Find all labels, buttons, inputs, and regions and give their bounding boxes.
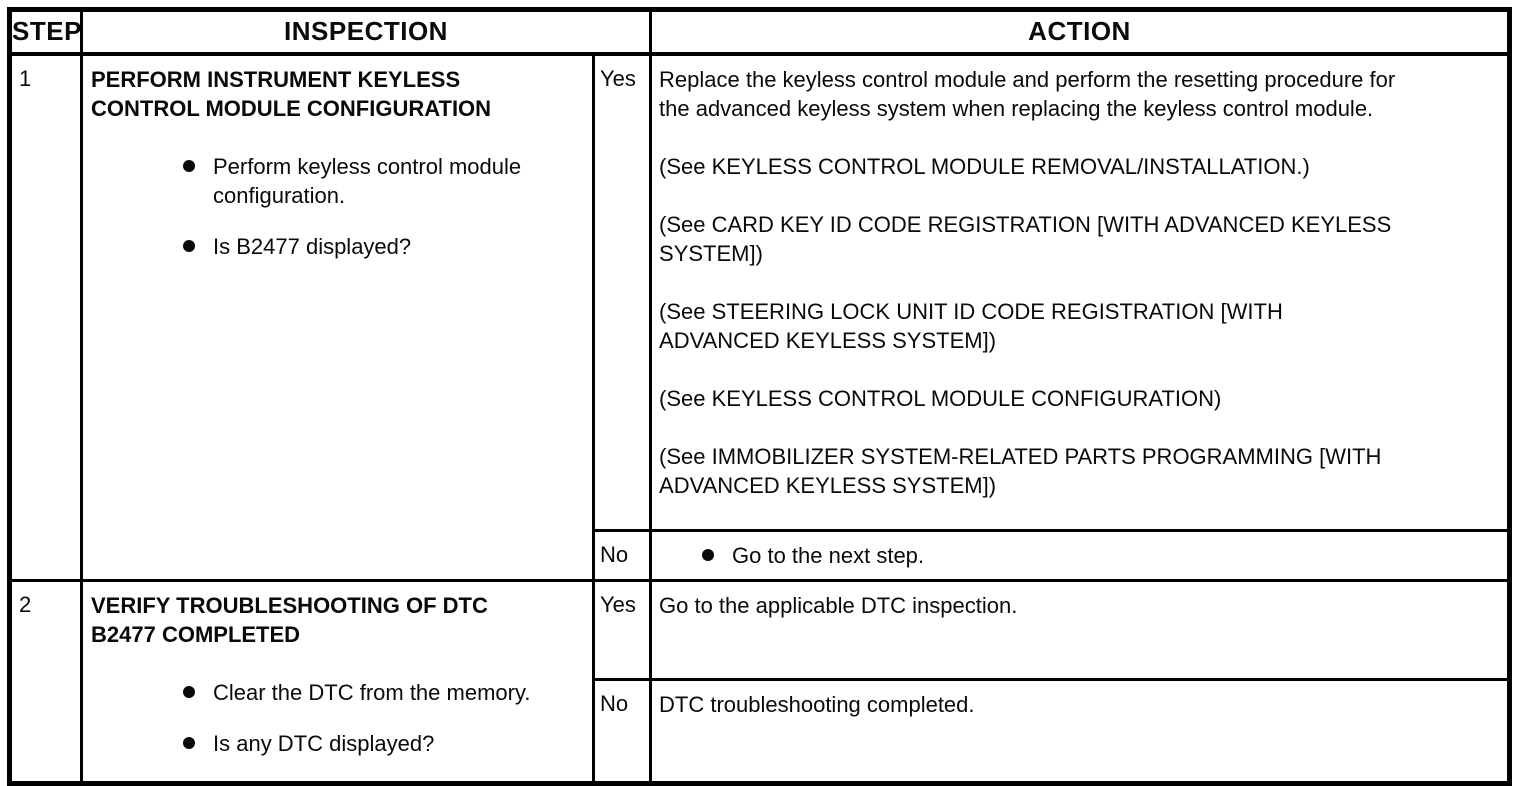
step1-yes-row: 1 PERFORM INSTRUMENT KEYLESS CONTROL MOD… <box>8 52 1512 582</box>
step1-no-row: No Go to the next step. <box>10 529 1512 582</box>
action-paragraph: Replace the keyless control module and p… <box>659 67 1396 121</box>
action-bullet-item: Go to the next step. <box>659 541 1497 570</box>
inspection-bullet-text: Is B2477 displayed? <box>213 234 412 259</box>
action-bullet-text: Go to the next step. <box>732 543 925 568</box>
action-text: Go to the applicable DTC inspection. <box>659 593 1018 618</box>
step2-yes-action-cell: Go to the applicable DTC inspection. <box>649 579 1512 681</box>
step1-yes-action-cell: Replace the keyless control module and p… <box>649 52 1512 532</box>
step-column-header: STEP <box>8 8 83 56</box>
step1-no-action-cell: Go to the next step. <box>649 529 1512 582</box>
step2-number-cell: 2 <box>8 579 83 785</box>
action-paragraph: (See IMMOBILIZER SYSTEM-RELATED PARTS PR… <box>659 444 1382 498</box>
action-paragraph: (See STEERING LOCK UNIT ID CODE REGISTRA… <box>659 299 1283 353</box>
no-label: No <box>600 542 629 567</box>
inspection-title: PERFORM INSTRUMENT KEYLESS CONTROL MODUL… <box>91 67 492 121</box>
inspection-bullet-item: Perform keyless control module configura… <box>91 152 574 210</box>
bullet-icon <box>183 160 195 172</box>
action-text: DTC troubleshooting completed. <box>659 692 975 717</box>
step1-number-cell: 1 <box>8 52 83 582</box>
manual-page: STEP INSPECTION ACTION 1 PERFORM INSTRUM… <box>7 7 1513 786</box>
bullet-icon <box>702 549 715 561</box>
step2-yes-cell: Yes <box>591 579 653 681</box>
step2-yes-row: 2 VERIFY TROUBLESHOOTING OF DTC B2477 CO… <box>8 579 1512 785</box>
bullet-icon <box>183 737 195 749</box>
inspection-bullet-text: Perform keyless control module configura… <box>213 154 522 208</box>
step-number: 1 <box>19 66 32 91</box>
action-paragraph: (See KEYLESS CONTROL MODULE CONFIGURATIO… <box>659 386 1222 411</box>
step2-no-cell: No <box>591 678 653 785</box>
inspection-title: VERIFY TROUBLESHOOTING OF DTC B2477 COMP… <box>91 593 488 647</box>
troubleshooting-table: STEP INSPECTION ACTION 1 PERFORM INSTRUM… <box>7 7 1513 786</box>
step2-inspection-cell: VERIFY TROUBLESHOOTING OF DTC B2477 COMP… <box>80 579 595 785</box>
no-label: No <box>600 691 629 716</box>
step1-inspection-cell: PERFORM INSTRUMENT KEYLESS CONTROL MODUL… <box>80 52 595 582</box>
action-paragraph: (See KEYLESS CONTROL MODULE REMOVAL/INST… <box>659 154 1310 179</box>
inspection-bullet-text: Is any DTC displayed? <box>213 731 435 756</box>
action-paragraph: (See CARD KEY ID CODE REGISTRATION [WITH… <box>659 212 1392 266</box>
inspection-bullet-text: Clear the DTC from the memory. <box>213 680 531 705</box>
yes-label: Yes <box>600 592 636 617</box>
step1-yes-cell: Yes <box>591 52 653 532</box>
inspection-bullet-item: Clear the DTC from the memory. <box>91 678 574 707</box>
step2-no-action-cell: DTC troubleshooting completed. <box>649 678 1512 785</box>
bullet-icon <box>183 686 195 698</box>
header-row: STEP INSPECTION ACTION <box>8 8 1512 56</box>
inspection-bullet-item: Is B2477 displayed? <box>91 232 574 261</box>
bullet-icon <box>183 240 195 252</box>
inspection-bullet-item: Is any DTC displayed? <box>91 729 574 758</box>
inspection-column-header: INSPECTION <box>79 8 653 56</box>
step-number: 2 <box>19 592 32 617</box>
step1-no-cell: No <box>591 529 653 582</box>
yes-label: Yes <box>600 66 636 91</box>
action-column-header: ACTION <box>649 8 1512 56</box>
